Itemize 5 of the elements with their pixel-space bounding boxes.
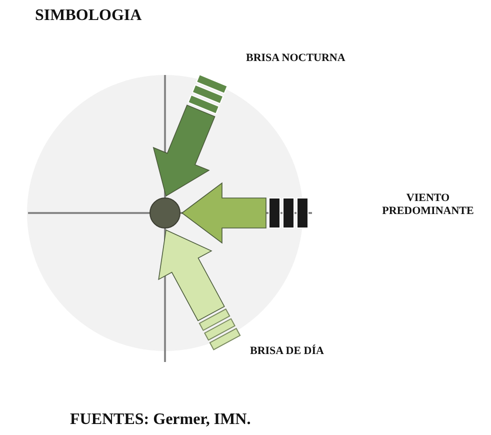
wind-label: BRISA DE DÍA (250, 345, 324, 358)
wind-label: VIENTO PREDOMINANTE (381, 192, 475, 218)
title: SIMBOLOGIA (35, 6, 142, 26)
caption: FUENTES: Germer, IMN. (70, 410, 251, 430)
wind-label: BRISA NOCTURNA (246, 52, 346, 66)
